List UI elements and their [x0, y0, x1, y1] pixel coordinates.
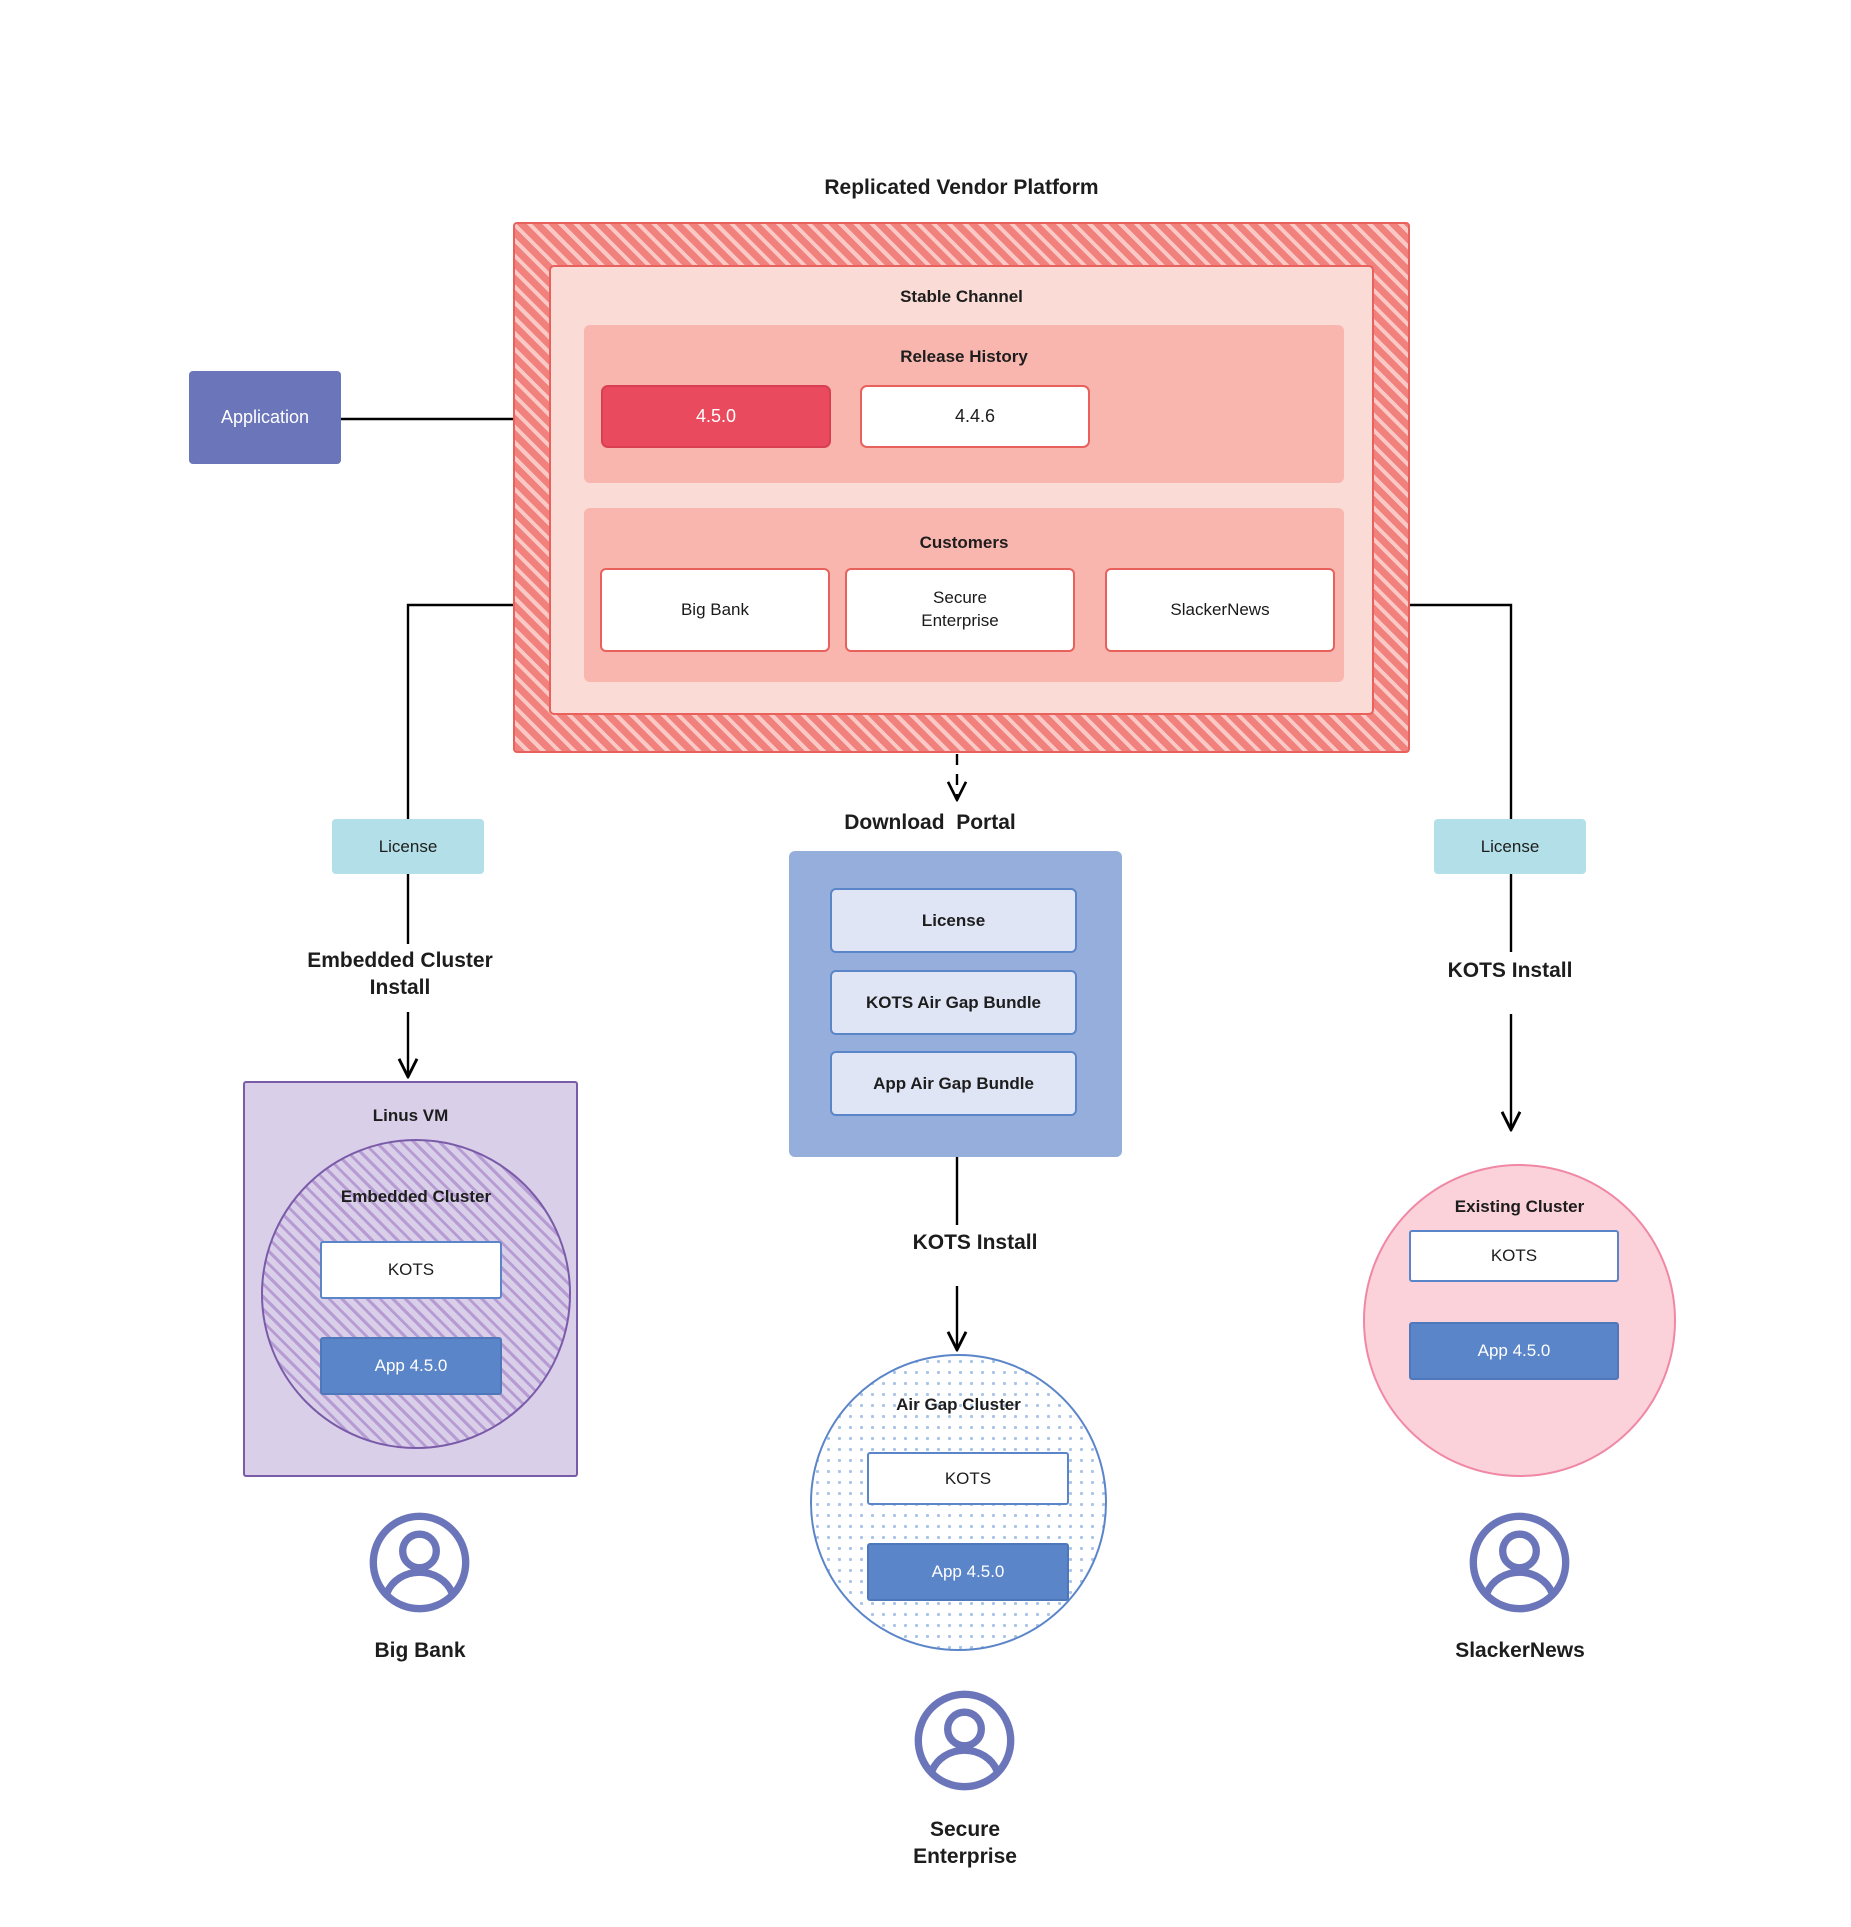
kots-chip-left[interactable]: KOTS	[320, 1241, 502, 1299]
kots-chip-right[interactable]: KOTS	[1409, 1230, 1619, 1282]
embedded-cluster-circle	[261, 1139, 571, 1449]
app-chip-right[interactable]: App 4.5.0	[1409, 1322, 1619, 1380]
application-box[interactable]: Application	[189, 371, 341, 464]
air-gap-cluster-title: Air Gap Cluster	[896, 1395, 1021, 1414]
release-history-title: Release History	[900, 347, 1028, 366]
customer-chip-slackernews[interactable]: SlackerNews	[1105, 568, 1335, 652]
portal-item-license[interactable]: License	[830, 888, 1077, 953]
portal-item-kots-air-gap-bundle[interactable]: KOTS Air Gap Bundle	[830, 970, 1077, 1035]
customer-chip-secure-enterprise[interactable]: Secure Enterprise	[845, 568, 1075, 652]
kots-install-label-right: KOTS Install	[1447, 959, 1573, 982]
persona-label-secure-enterprise: Secure Enterprise	[913, 1818, 1017, 1868]
release-chip-current[interactable]: 4.5.0	[601, 385, 831, 448]
license-chip-left[interactable]: License	[332, 819, 484, 874]
embedded-cluster-title: Embedded Cluster	[340, 1187, 492, 1206]
linux-vm-title: Linus VM	[372, 1106, 449, 1125]
app-chip-middle[interactable]: App 4.5.0	[867, 1543, 1069, 1601]
user-avatar-icon	[1469, 1512, 1570, 1613]
customer-chip-big-bank[interactable]: Big Bank	[600, 568, 830, 652]
portal-item-app-air-gap-bundle[interactable]: App Air Gap Bundle	[830, 1051, 1077, 1116]
persona-label-big-bank: Big Bank	[374, 1639, 466, 1662]
app-chip-left[interactable]: App 4.5.0	[320, 1337, 502, 1395]
embedded-cluster-install-label: Embedded Cluster Install	[307, 949, 493, 999]
kots-chip-middle[interactable]: KOTS	[867, 1452, 1069, 1505]
license-chip-right[interactable]: License	[1434, 819, 1586, 874]
customers-title: Customers	[919, 533, 1009, 552]
persona-label-slackernews: SlackerNews	[1455, 1639, 1585, 1662]
user-avatar-icon	[369, 1512, 470, 1613]
download-portal-title: Download Portal	[844, 811, 1016, 834]
kots-install-label-middle: KOTS Install	[912, 1231, 1038, 1254]
release-chip-previous[interactable]: 4.4.6	[860, 385, 1090, 448]
user-avatar-icon	[914, 1690, 1015, 1791]
existing-cluster-circle	[1363, 1164, 1676, 1477]
existing-cluster-title: Existing Cluster	[1454, 1197, 1585, 1216]
stable-channel-title: Stable Channel	[900, 287, 1023, 306]
platform-title: Replicated Vendor Platform	[824, 176, 1099, 199]
